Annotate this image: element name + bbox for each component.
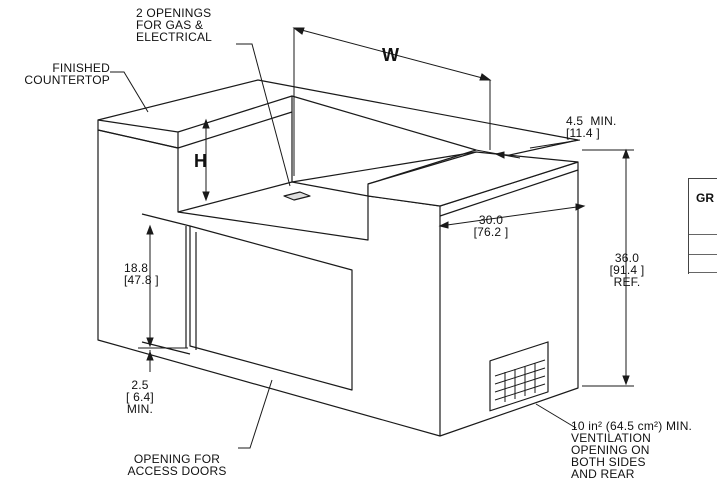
access-leader <box>238 379 273 449</box>
width-label: W <box>382 45 400 65</box>
gas-opening-label: 2 OPENINGS FOR GAS & ELECTRICAL <box>136 6 213 44</box>
vent-slots <box>494 359 546 402</box>
countertop-right-slab <box>367 151 579 207</box>
access-doors-label: OPENING FOR ACCESS DOORS <box>127 452 227 478</box>
table-body <box>688 214 717 274</box>
min-gap-label: 4.5 MIN. [11.4 ] <box>566 114 617 140</box>
table-row <box>689 272 717 273</box>
gas-opening <box>283 191 311 201</box>
base-gap-label: 2.5 [ 6.4] MIN. <box>126 378 154 416</box>
gas-leader <box>236 43 291 187</box>
table-header-cell: GR <box>688 178 717 215</box>
table-row <box>689 254 717 255</box>
table-header-label: GR <box>696 191 714 205</box>
door-height-label: 18.8 [47.8 ] <box>124 261 159 287</box>
ventilation-label: 10 in² (64.5 cm²) MIN. VENTILATION OPENI… <box>571 419 693 481</box>
depth-label: 30.0 [76.2 ] <box>473 213 509 239</box>
access-door-opening <box>189 225 353 391</box>
cabinet-right-face <box>439 170 579 437</box>
table-row <box>689 234 717 235</box>
depth-dim-line <box>439 205 585 227</box>
countertop-label: FINISHED COUNTERTOP <box>24 61 110 87</box>
countertop-leader <box>110 71 149 113</box>
height-label: H <box>194 151 208 171</box>
vent-leader <box>535 403 577 429</box>
overall-height-label: 36.0 [91.4 ] REF. <box>609 251 645 289</box>
width-dim-line <box>293 27 491 81</box>
